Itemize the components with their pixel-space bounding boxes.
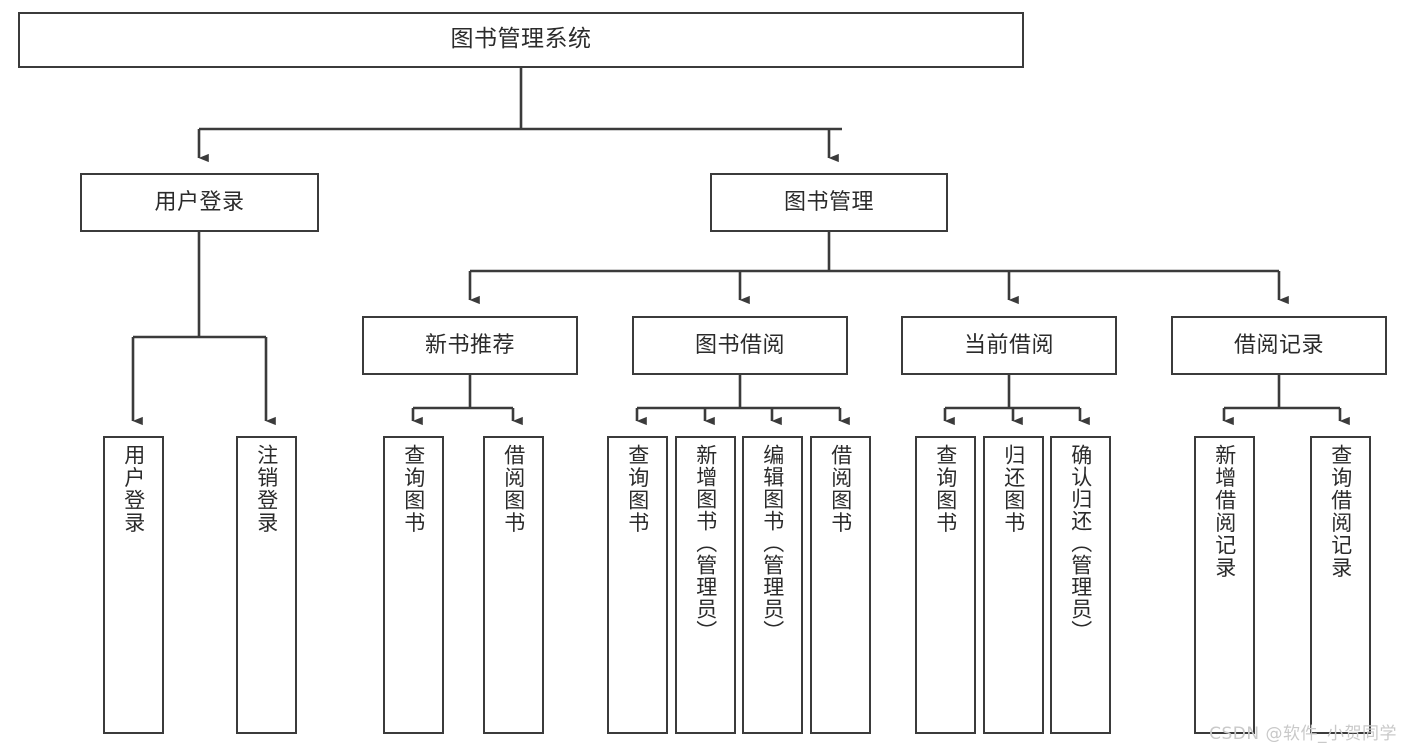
node-leaf-query-book-3[interactable]: 查询图书 xyxy=(915,436,976,734)
node-label: 借阅图书 xyxy=(501,444,526,534)
node-leaf-user-login[interactable]: 用户登录 xyxy=(103,436,164,734)
csdn-watermark: CSDN @软件_小贺同学 xyxy=(1209,724,1397,744)
node-leaf-return-book[interactable]: 归还图书 xyxy=(983,436,1044,734)
node-leaf-add-borrow-record[interactable]: 新增借阅记录 xyxy=(1194,436,1255,734)
node-label: 图书管理 xyxy=(783,189,874,215)
node-label: 新增借阅记录 xyxy=(1212,444,1237,579)
node-leaf-query-book-2[interactable]: 查询图书 xyxy=(607,436,668,734)
node-book-management[interactable]: 图书管理 xyxy=(710,173,948,232)
node-user-login[interactable]: 用户登录 xyxy=(80,173,319,232)
node-root-system[interactable]: 图书管理系统 xyxy=(18,12,1024,68)
node-label: 确认归还（管理员） xyxy=(1068,444,1093,642)
node-label: 新书推荐 xyxy=(424,332,515,358)
node-label: 图书管理系统 xyxy=(450,26,592,53)
node-borrow-record[interactable]: 借阅记录 xyxy=(1171,316,1387,375)
node-leaf-query-book-1[interactable]: 查询图书 xyxy=(383,436,444,734)
node-new-book-recommend[interactable]: 新书推荐 xyxy=(362,316,578,375)
node-label: 借阅图书 xyxy=(828,444,853,534)
node-label: 用户登录 xyxy=(121,444,146,534)
node-label: 查询图书 xyxy=(933,444,958,534)
node-label: 新增图书（管理员） xyxy=(693,444,718,642)
node-label: 查询图书 xyxy=(625,444,650,534)
node-label: 借阅记录 xyxy=(1233,332,1324,358)
node-label: 用户登录 xyxy=(154,189,245,215)
node-current-borrow[interactable]: 当前借阅 xyxy=(901,316,1117,375)
node-book-borrow[interactable]: 图书借阅 xyxy=(632,316,848,375)
node-label: 注销登录 xyxy=(254,444,279,534)
node-label: 查询借阅记录 xyxy=(1328,444,1353,579)
node-leaf-edit-book[interactable]: 编辑图书（管理员） xyxy=(742,436,803,734)
node-leaf-confirm-return[interactable]: 确认归还（管理员） xyxy=(1050,436,1111,734)
node-leaf-borrow-book-1[interactable]: 借阅图书 xyxy=(483,436,544,734)
node-label: 归还图书 xyxy=(1001,444,1026,534)
node-label: 图书借阅 xyxy=(694,332,785,358)
node-leaf-borrow-book-2[interactable]: 借阅图书 xyxy=(810,436,871,734)
node-leaf-user-logout[interactable]: 注销登录 xyxy=(236,436,297,734)
node-leaf-add-book[interactable]: 新增图书（管理员） xyxy=(675,436,736,734)
node-label: 当前借阅 xyxy=(963,332,1054,358)
node-leaf-query-borrow-record[interactable]: 查询借阅记录 xyxy=(1310,436,1371,734)
node-label: 编辑图书（管理员） xyxy=(760,444,785,642)
node-label: 查询图书 xyxy=(401,444,426,534)
